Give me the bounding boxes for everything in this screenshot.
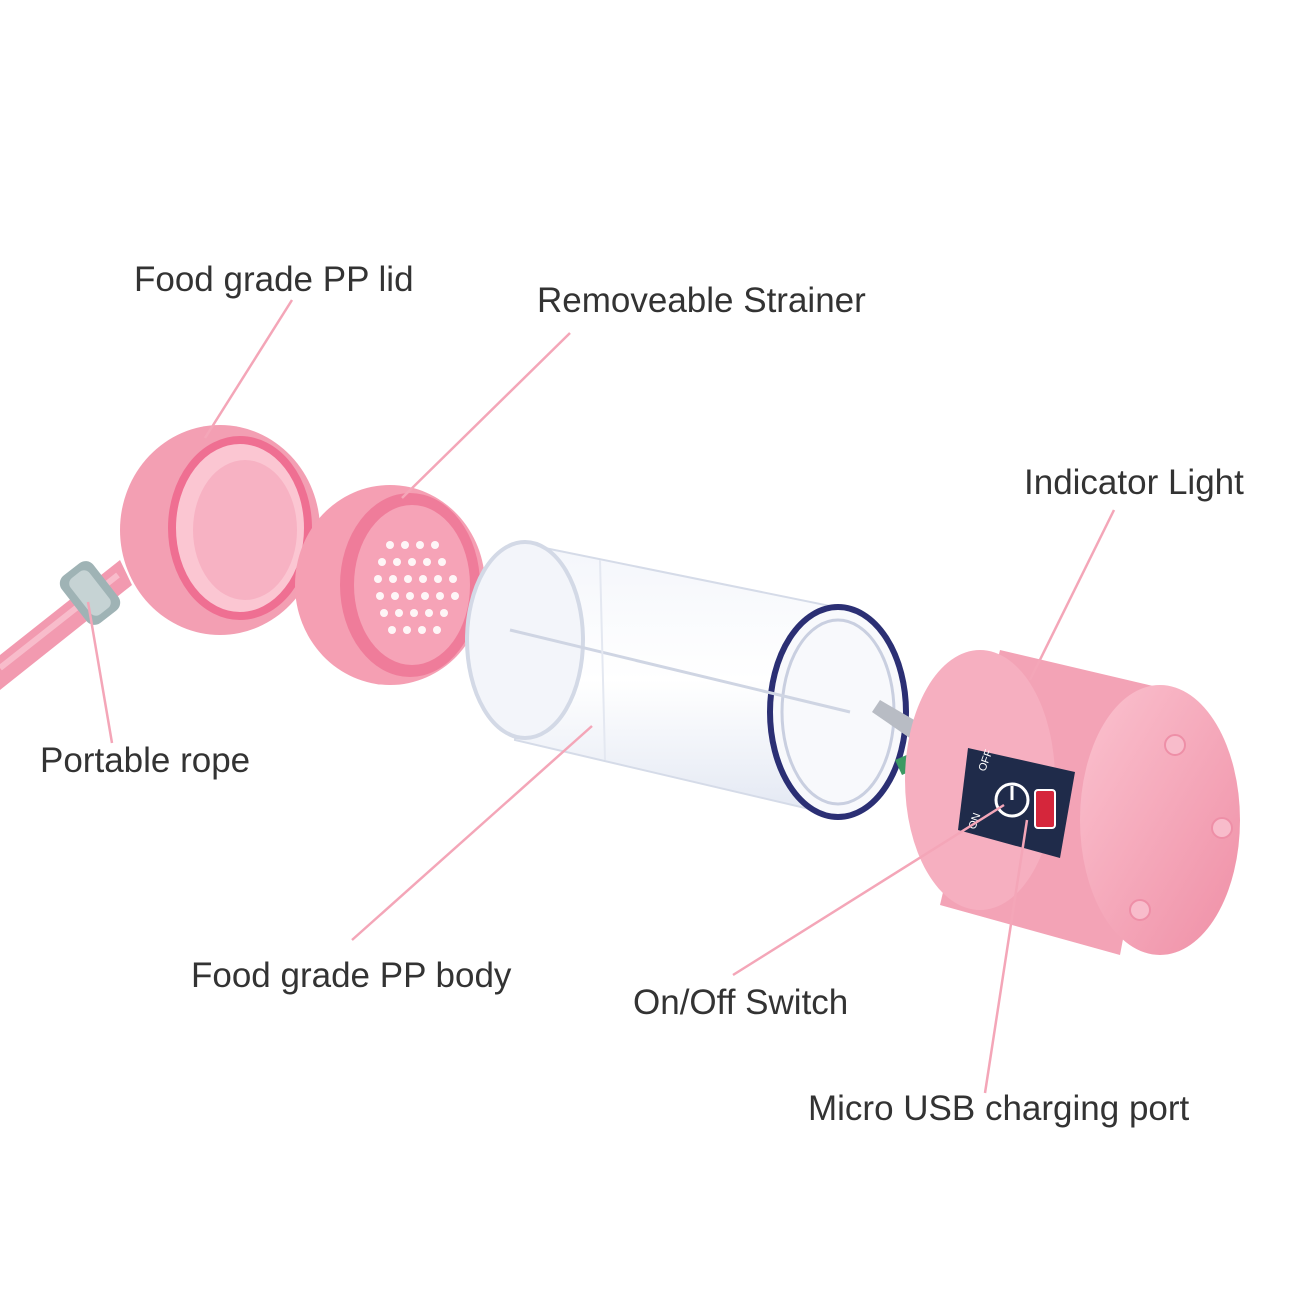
leader-line-indicator xyxy=(1028,509,1116,681)
motor-base-graphic: OFF ON xyxy=(905,650,1240,955)
leader-line-lid xyxy=(203,299,294,439)
label-usb-port: Micro USB charging port xyxy=(808,1089,1190,1128)
leader-line-body xyxy=(351,725,593,941)
cup-body-graphic xyxy=(465,540,909,820)
leader-lines xyxy=(86,299,1116,1094)
usb-port-icon xyxy=(1034,789,1056,829)
power-icon xyxy=(994,782,1030,818)
label-indicator-light: Indicator Light xyxy=(1024,463,1244,502)
label-lid: Food grade PP lid xyxy=(134,260,414,299)
label-body: Food grade PP body xyxy=(191,956,512,995)
leader-line-switch xyxy=(732,803,1005,977)
portable-rope xyxy=(0,560,132,690)
leader-line-usb xyxy=(983,819,1029,1094)
lid-graphic xyxy=(120,425,320,635)
leader-line-strainer xyxy=(401,332,571,499)
strainer-graphic xyxy=(295,485,485,685)
label-strainer: Removeable Strainer xyxy=(537,281,866,320)
label-portable-rope: Portable rope xyxy=(40,741,251,780)
label-on-off-switch: On/Off Switch xyxy=(633,983,849,1022)
leader-line-rope xyxy=(86,601,114,744)
control-panel xyxy=(958,748,1075,858)
